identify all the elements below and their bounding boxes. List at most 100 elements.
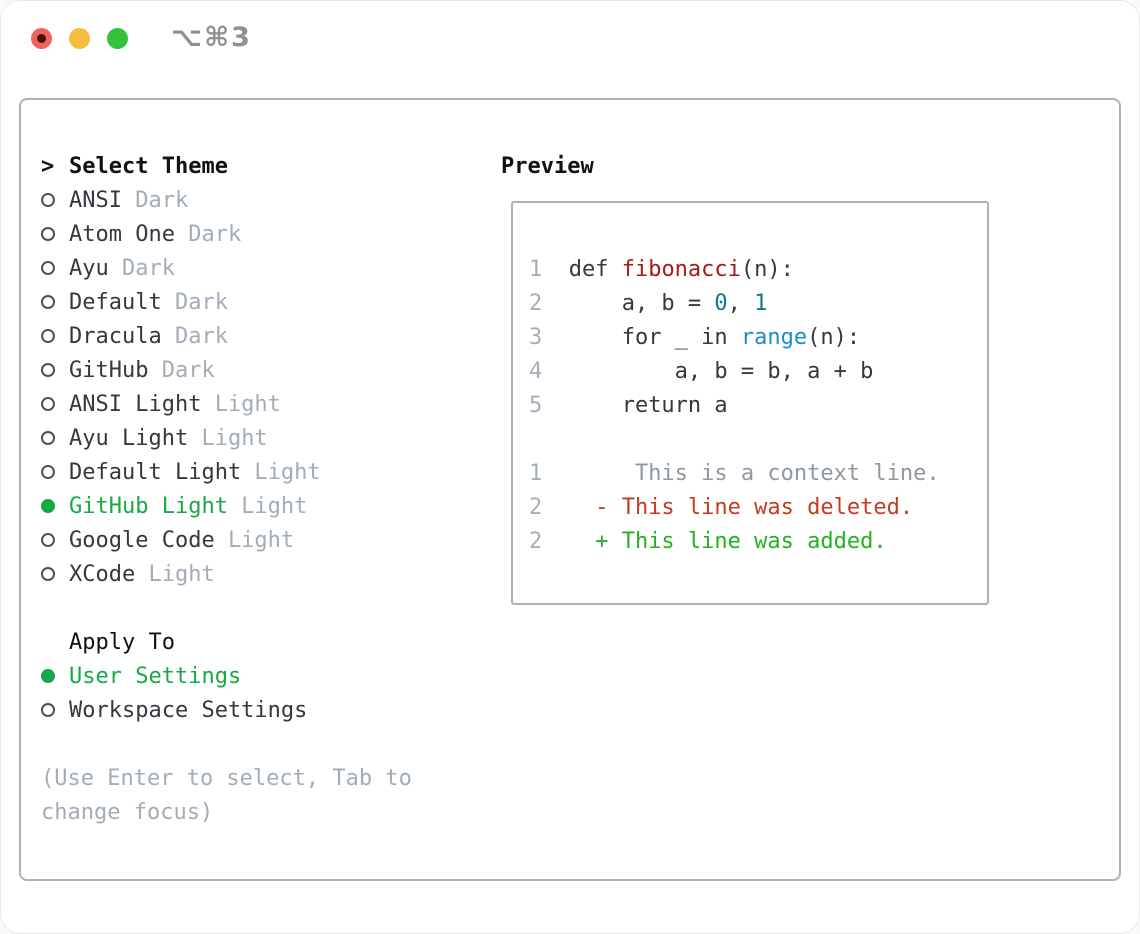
apply-option-workspace-settings[interactable]: Workspace Settings (41, 694, 501, 728)
theme-variant-label: Light (254, 460, 321, 485)
code-segment-code: for _ in (568, 325, 741, 350)
code-segment-deleted: - This line was deleted. (568, 495, 914, 520)
theme-variant-label: Light (241, 494, 308, 519)
line-number: 2 (529, 529, 543, 554)
theme-option-default-light[interactable]: Default Light Light (41, 456, 501, 490)
line-number: 3 (529, 325, 543, 350)
radio-circle (41, 533, 55, 547)
theme-option-atom-one[interactable]: Atom One Dark (41, 218, 501, 252)
radio-icon (41, 456, 69, 490)
code-segment-number: 0 (714, 291, 728, 316)
theme-variant-label: Dark (174, 324, 228, 349)
code-segment-code: a, b = b, a + b (568, 359, 874, 384)
radio-icon (41, 694, 69, 728)
code-segment-code: return a (568, 393, 728, 418)
line-number: 2 (529, 291, 543, 316)
theme-variant-label: Dark (174, 290, 228, 315)
theme-option-ansi[interactable]: ANSI Dark (41, 184, 501, 218)
hint-line: (Use Enter to select, Tab to (41, 766, 412, 791)
theme-option-ansi-light[interactable]: ANSI Light Light (41, 388, 501, 422)
spacer (41, 592, 501, 626)
radio-icon (41, 286, 69, 320)
hint-line: change focus) (41, 800, 214, 825)
theme-option-default[interactable]: Default Dark (41, 286, 501, 320)
theme-variant-label: Dark (188, 222, 242, 247)
close-button-icon[interactable] (31, 27, 52, 49)
code-segment-builtin: range (740, 325, 808, 350)
code-line: 1 This is a context line. (529, 457, 971, 491)
code-segment-context: This is a context line. (568, 461, 940, 486)
line-number: 4 (529, 359, 543, 384)
theme-name: Default (69, 290, 162, 315)
theme-variant-label: Dark (161, 358, 215, 383)
code-blank-line (529, 423, 971, 457)
radio-circle (41, 567, 55, 581)
theme-name: Ayu (69, 256, 109, 281)
radio-circle (41, 465, 55, 479)
theme-name: Default Light (69, 460, 242, 485)
preview-heading: Preview (501, 154, 594, 179)
radio-circle (41, 669, 55, 683)
code-segment-code: (n): (740, 257, 794, 282)
radio-circle (41, 499, 55, 513)
code-line: 2 a, b = 0, 1 (529, 287, 971, 321)
theme-name: ANSI Light (69, 392, 202, 417)
radio-circle (41, 363, 55, 377)
code-segment-number: 1 (754, 291, 768, 316)
focus-caret-icon: > (41, 154, 55, 179)
minimize-button-icon[interactable] (69, 27, 90, 49)
theme-option-github-light[interactable]: GitHub Light Light (41, 490, 501, 524)
radio-selected-icon (41, 490, 69, 524)
code-line: 5 return a (529, 389, 971, 423)
radio-circle (41, 227, 55, 241)
code-segment-function: fibonacci (621, 257, 741, 282)
theme-name: GitHub Light (69, 494, 228, 519)
code-line: 4 a, b = b, a + b (529, 355, 971, 389)
theme-name: ANSI (69, 188, 122, 213)
zoom-button-icon[interactable] (107, 27, 128, 49)
theme-name: Atom One (69, 222, 175, 247)
theme-name: Dracula (69, 324, 162, 349)
radio-circle (41, 703, 55, 717)
theme-name: XCode (69, 562, 136, 587)
theme-option-github[interactable]: GitHub Dark (41, 354, 501, 388)
line-number: 5 (529, 393, 543, 418)
code-segment-code: def (568, 257, 622, 282)
theme-option-dracula[interactable]: Dracula Dark (41, 320, 501, 354)
theme-variant-label: Light (227, 528, 295, 553)
code-segment-added: + This line was added. (568, 529, 887, 554)
theme-name: GitHub (69, 358, 149, 383)
radio-icon (41, 184, 69, 218)
theme-variant-label: Dark (135, 188, 189, 213)
line-number: 1 (529, 257, 543, 282)
apply-option-label: Workspace Settings (69, 698, 308, 723)
code-line: 3 for _ in range(n): (529, 321, 971, 355)
code-segment-code: a, b = (568, 291, 715, 316)
code-segment-code: (n): (807, 325, 861, 350)
titlebar: ⌥⌘3 (1, 1, 1139, 75)
code-line: 1 def fibonacci(n): (529, 253, 971, 287)
line-number (529, 423, 542, 457)
code-segment-code: , (727, 291, 755, 316)
radio-circle (41, 295, 55, 309)
window-title: ⌥⌘3 (171, 22, 252, 53)
spacer (41, 728, 501, 762)
theme-variant-label: Light (214, 392, 281, 417)
radio-icon (41, 422, 69, 456)
apply-option-user-settings[interactable]: User Settings (41, 660, 501, 694)
radio-circle (41, 193, 55, 207)
select-theme-heading: Select Theme (69, 154, 228, 179)
traffic-lights (31, 27, 128, 49)
code-line: 2 + This line was added. (529, 525, 971, 559)
radio-icon (41, 320, 69, 354)
